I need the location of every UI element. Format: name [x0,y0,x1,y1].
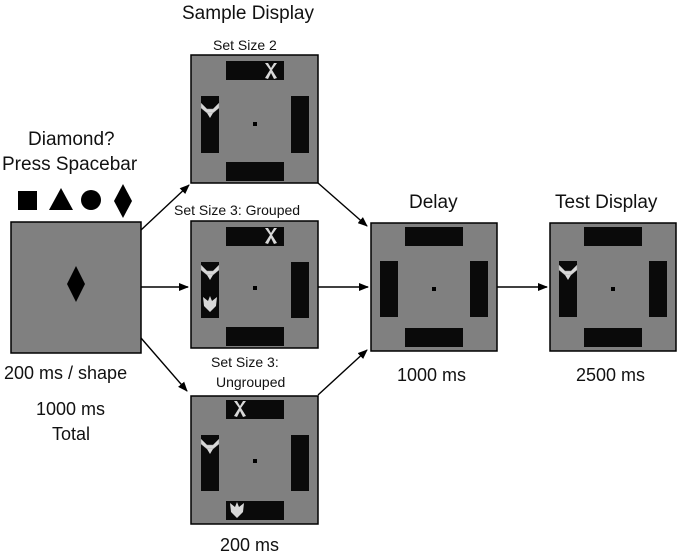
cue-screen [10,221,142,354]
set-size-2-label: Set Size 2 [213,37,277,53]
sample-timing: 200 ms [220,535,280,555]
cue-question: Diamond? [28,129,115,150]
arrow-set-size-2-to-delay [317,182,368,227]
sample-screen-set-size-3-ungrouped [190,395,319,525]
delay-screen [370,222,498,352]
diamond-icon [114,184,132,218]
set-size-3-ungrouped-label-line2: Ungrouped [216,374,286,390]
sample-screen-set-size-2 [190,54,319,184]
circle-icon [81,190,101,210]
set-size-3-ungrouped-label-line1: Set Size 3: [211,354,279,370]
square-icon [18,191,37,210]
test-timing: 2500 ms [576,365,646,385]
arrow-cue-to-ungrouped [140,337,188,392]
sample-screen-set-size-3-grouped [190,220,319,349]
arrow-cue-to-set-size-2 [140,184,190,231]
diamond-stimulus [67,266,85,302]
cue-total-time: 1000 ms [36,399,106,419]
cue-instruction: Press Spacebar [2,154,138,175]
test-screen [549,222,677,352]
cue-timing: 200 ms / shape [4,363,128,383]
sample-display-title: Sample Display [182,3,314,24]
cue-total-label: Total [52,424,91,444]
arrow-ungrouped-to-delay [317,349,368,396]
triangle-icon [49,188,73,210]
test-display-title: Test Display [555,192,658,213]
delay-timing: 1000 ms [397,365,467,385]
delay-title: Delay [409,192,458,213]
set-size-3-grouped-label: Set Size 3: Grouped [174,202,301,218]
